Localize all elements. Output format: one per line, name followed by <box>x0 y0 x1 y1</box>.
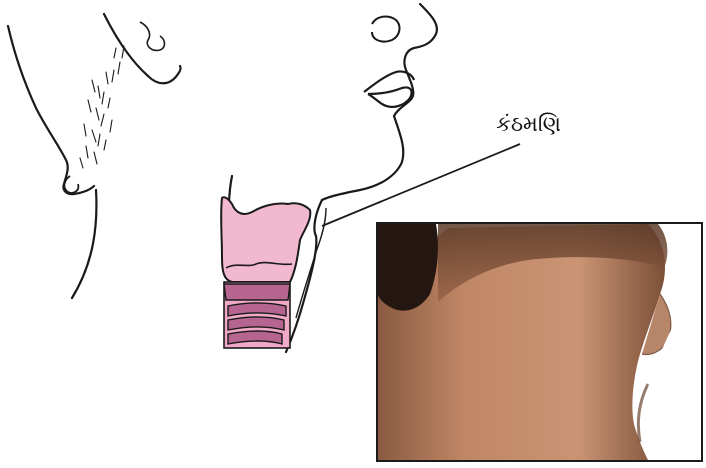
callout-leader-line <box>322 144 520 226</box>
left-ear-squiggle <box>140 22 165 50</box>
trachea-ring <box>224 284 290 300</box>
adams-apple-label: કંઠમણિ <box>496 114 561 135</box>
right-face-profile <box>394 4 437 116</box>
lower-lip <box>368 87 412 106</box>
trachea <box>224 282 290 348</box>
left-chin-curl <box>64 176 78 193</box>
neck-photo <box>378 224 701 460</box>
thyroid-cartilage <box>221 197 310 282</box>
upper-lip <box>364 71 414 92</box>
neck-photo-frame <box>376 222 703 462</box>
left-face-outline <box>8 26 94 194</box>
right-nose-detail <box>372 17 399 42</box>
stubble-hatching <box>80 46 124 168</box>
left-neck-line <box>72 190 96 298</box>
chin-neck-outline <box>322 116 403 200</box>
